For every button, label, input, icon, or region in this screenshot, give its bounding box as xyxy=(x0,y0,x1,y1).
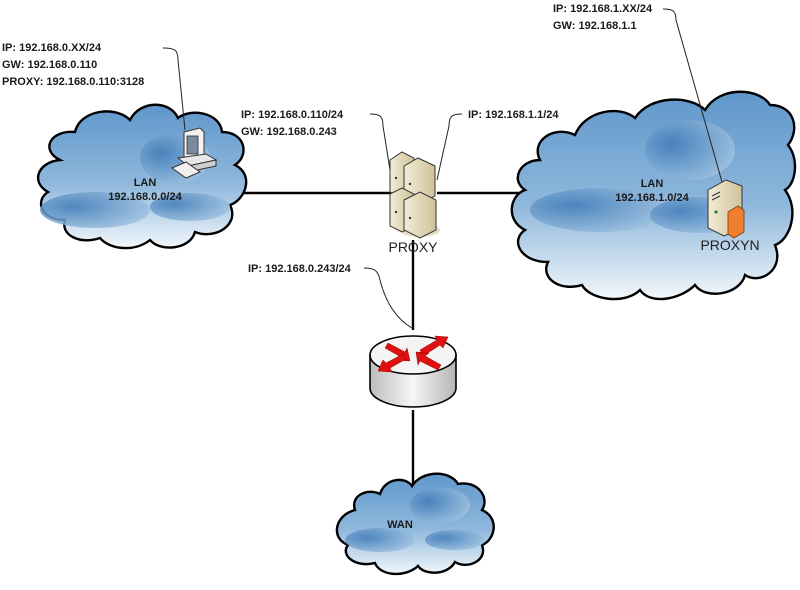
callout-proxy-left: IP: 192.168.0.110/24 GW: 192.168.0.243 xyxy=(241,109,344,138)
callout-line-client xyxy=(162,47,186,131)
router-ip: IP: 192.168.0.243/24 xyxy=(248,263,352,275)
proxyn-device[interactable]: PROXYN xyxy=(700,179,760,253)
callout-line-proxy-left xyxy=(369,113,391,171)
workstation-icon[interactable] xyxy=(170,127,218,179)
links xyxy=(240,191,520,488)
proxy-right-ip: IP: 192.168.1.1/24 xyxy=(468,109,559,121)
lan-left-name: LAN xyxy=(134,177,157,189)
lan-right-subnet: 192.168.1.0/24 xyxy=(615,192,689,204)
callout-line-router xyxy=(363,267,413,329)
router-icon xyxy=(369,335,457,408)
firewall-server-icon xyxy=(707,179,745,239)
proxy-device[interactable]: PROXY xyxy=(388,151,440,255)
callout-router: IP: 192.168.0.243/24 xyxy=(248,263,352,275)
cloud-icon xyxy=(335,472,495,576)
callout-line-proxy-right xyxy=(436,113,463,181)
proxy-label: PROXY xyxy=(388,239,438,255)
client-ip: IP: 192.168.0.XX/24 xyxy=(2,42,102,54)
cloud-lan-right: LAN 192.168.1.0/24 xyxy=(510,90,797,301)
client-proxy: PROXY: 192.168.0.110:3128 xyxy=(2,76,144,88)
proxy-left-ip: IP: 192.168.0.110/24 xyxy=(241,109,344,121)
proxyn-gw: GW: 192.168.1.1 xyxy=(553,20,637,32)
wan-name: WAN xyxy=(387,519,413,531)
client-gw: GW: 192.168.0.110 xyxy=(2,59,97,71)
callout-lines xyxy=(162,8,731,329)
proxyn-ip: IP: 192.168.1.XX/24 xyxy=(553,3,653,15)
lan-left-subnet: 192.168.0.0/24 xyxy=(108,191,182,203)
server-stack-icon xyxy=(389,151,440,239)
cloud-wan: WAN xyxy=(335,472,495,576)
proxy-left-gw: GW: 192.168.0.243 xyxy=(241,126,337,138)
cloud-lan-left: LAN 192.168.0.0/24 xyxy=(37,103,248,250)
proxyn-label: PROXYN xyxy=(700,237,759,253)
callout-proxy-right: IP: 192.168.1.1/24 xyxy=(468,109,559,121)
callout-line-proxyn xyxy=(662,8,731,211)
lan-right-name: LAN xyxy=(641,178,664,190)
callout-client: IP: 192.168.0.XX/24 GW: 192.168.0.110 PR… xyxy=(2,42,144,88)
callout-proxyn: IP: 192.168.1.XX/24 GW: 192.168.1.1 xyxy=(553,3,653,32)
router-device[interactable] xyxy=(369,335,457,408)
